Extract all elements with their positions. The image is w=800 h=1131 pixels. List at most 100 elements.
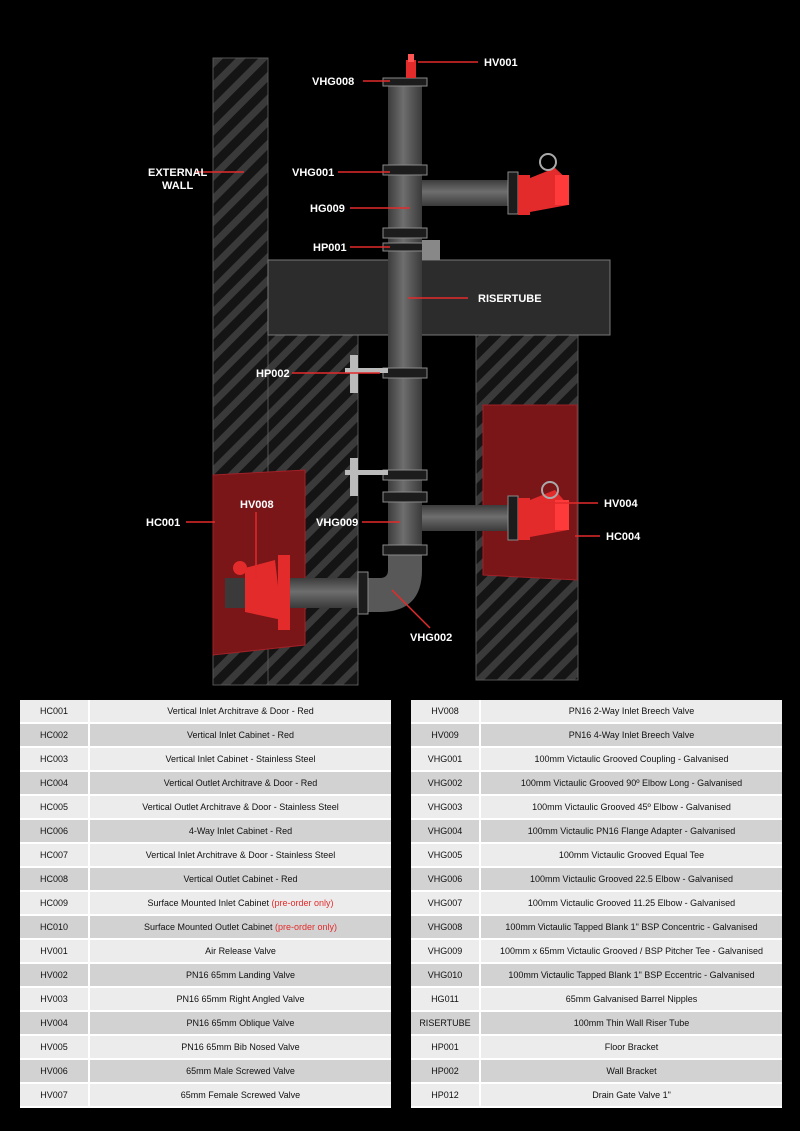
part-description: Drain Gate Valve 1" (480, 1083, 782, 1108)
part-description-text: Drain Gate Valve 1" (592, 1090, 671, 1100)
part-description-text: 100mm Victaulic Tapped Blank 1" BSP Ecce… (508, 970, 755, 980)
part-code: HV007 (20, 1083, 90, 1108)
part-code: VHG001 (411, 747, 481, 772)
label-hv004: HV004 (604, 498, 639, 510)
part-code: HP001 (411, 1035, 481, 1060)
part-description-text: Vertical Inlet Architrave & Door - Red (167, 706, 314, 716)
parts-table-left: HC001 Vertical Inlet Architrave & Door - … (20, 700, 391, 1108)
part-description-text: Vertical Inlet Cabinet - Stainless Steel (165, 754, 316, 764)
part-code: VHG002 (411, 771, 481, 796)
part-code: HC001 (20, 700, 90, 724)
table-row: VHG002 100mm Victaulic Grooved 90º Elbow … (411, 771, 782, 796)
part-description-text: Vertical Outlet Architrave & Door - Stai… (142, 802, 339, 812)
part-description: Vertical Outlet Architrave & Door - Stai… (89, 795, 391, 820)
part-code: RISERTUBE (411, 1011, 481, 1036)
label-hv008: HV008 (240, 499, 274, 511)
part-description-text: Vertical Outlet Architrave & Door - Red (163, 778, 318, 788)
part-code: HV005 (20, 1035, 90, 1060)
table-row: HV007 65mm Female Screwed Valve (20, 1083, 391, 1108)
label-vhg008: VHG008 (312, 76, 354, 88)
part-code: VHG006 (411, 867, 481, 892)
part-description: 100mm Victaulic Tapped Blank 1" BSP Ecce… (480, 963, 782, 988)
part-code: HC009 (20, 891, 90, 916)
part-code: HV001 (20, 939, 90, 964)
lower-oblique-valve (518, 481, 569, 540)
part-description-text: Surface Mounted Inlet Cabinet (147, 898, 270, 908)
part-description: 65mm Female Screwed Valve (89, 1083, 391, 1108)
part-code: HV003 (20, 987, 90, 1012)
part-description: PN16 65mm Right Angled Valve (89, 987, 391, 1012)
label-vhg002: VHG002 (410, 632, 452, 644)
part-description-text: 65mm Female Screwed Valve (180, 1090, 301, 1100)
part-description: 100mm Victaulic Tapped Blank 1" BSP Conc… (480, 915, 782, 940)
part-description: 100mm Victaulic Grooved 90º Elbow Long -… (480, 771, 782, 796)
part-description-text: Air Release Valve (205, 946, 276, 956)
table-row: HV002 PN16 65mm Landing Valve (20, 963, 391, 988)
part-description-text: 65mm Galvanised Barrel Nipples (565, 994, 698, 1004)
part-code: VHG008 (411, 915, 481, 940)
label-vhg001: VHG001 (292, 167, 334, 179)
label-hg009: HG009 (310, 203, 345, 215)
part-description-text: 100mm Thin Wall Riser Tube (573, 1018, 690, 1028)
riser-diagram: HV001 VHG008 EXTERNAL WALL VHG001 HG009 … (146, 54, 641, 686)
table-row: RISERTUBE 100mm Thin Wall Riser Tube (411, 1011, 782, 1036)
part-code: HC002 (20, 723, 90, 748)
pre-order-note: (pre-order only) (275, 922, 338, 932)
label-external-wall-1: EXTERNAL (148, 167, 208, 179)
part-description-text: 100mm Victaulic Grooved Equal Tee (558, 850, 705, 860)
part-description-text: Vertical Outlet Cabinet - Red (183, 874, 298, 884)
part-code: HV004 (20, 1011, 90, 1036)
part-description-text: Vertical Inlet Cabinet - Red (186, 730, 295, 740)
part-code: VHG010 (411, 963, 481, 988)
upper-oblique-valve (518, 153, 569, 215)
table-row: HC005 Vertical Outlet Architrave & Door -… (20, 795, 391, 820)
table-row: HV001 Air Release Valve (20, 939, 391, 964)
part-description-text: 100mm Victaulic PN16 Flange Adapter - Ga… (527, 826, 736, 836)
part-description-text: 100mm Victaulic Grooved 90º Elbow Long -… (520, 778, 743, 788)
part-description: PN16 65mm Landing Valve (89, 963, 391, 988)
part-description-text: PN16 65mm Landing Valve (186, 970, 295, 980)
part-description: 100mm Victaulic Grooved 45º Elbow - Galv… (480, 795, 782, 820)
part-description: PN16 4-Way Inlet Breech Valve (480, 723, 782, 748)
part-code: HP012 (411, 1083, 481, 1108)
label-hc004: HC004 (606, 531, 641, 543)
table-row: VHG010 100mm Victaulic Tapped Blank 1" BS… (411, 963, 782, 988)
table-row: HG011 65mm Galvanised Barrel Nipples (411, 987, 782, 1012)
part-code: VHG007 (411, 891, 481, 916)
air-release-valve (406, 54, 416, 78)
inlet-cabinet (212, 469, 306, 656)
part-code: VHG005 (411, 843, 481, 868)
part-description: Vertical Inlet Architrave & Door - Red (89, 700, 391, 724)
part-code: HG011 (411, 987, 481, 1012)
label-hc001: HC001 (146, 517, 180, 529)
part-code: HC003 (20, 747, 90, 772)
part-code: VHG003 (411, 795, 481, 820)
label-hv001: HV001 (484, 57, 518, 69)
table-row: HC001 Vertical Inlet Architrave & Door - … (20, 700, 391, 724)
part-description-text: 100mm Victaulic Grooved 22.5 Elbow - Gal… (530, 874, 733, 884)
part-code: HV002 (20, 963, 90, 988)
wall-brackets (345, 355, 388, 496)
part-description: 100mm Victaulic Grooved Equal Tee (480, 843, 782, 868)
part-description-text: 100mm Victaulic Tapped Blank 1" BSP Conc… (505, 922, 758, 932)
part-description-text: PN16 4-Way Inlet Breech Valve (568, 730, 695, 740)
part-code: HC005 (20, 795, 90, 820)
part-description: 65mm Galvanised Barrel Nipples (480, 987, 782, 1012)
part-description-text: 100mm Victaulic Grooved 11.25 Elbow - Ga… (527, 898, 736, 908)
part-description-text: Floor Bracket (604, 1042, 659, 1052)
part-code: HP002 (411, 1059, 481, 1084)
part-description-text: Wall Bracket (606, 1066, 657, 1076)
part-description-text: 4-Way Inlet Cabinet - Red (188, 826, 293, 836)
part-description-text: PN16 2-Way Inlet Breech Valve (568, 706, 695, 716)
part-description-text: 65mm Male Screwed Valve (186, 1066, 295, 1076)
table-row: VHG005 100mm Victaulic Grooved Equal Tee (411, 843, 782, 868)
part-description: PN16 65mm Oblique Valve (89, 1011, 391, 1036)
